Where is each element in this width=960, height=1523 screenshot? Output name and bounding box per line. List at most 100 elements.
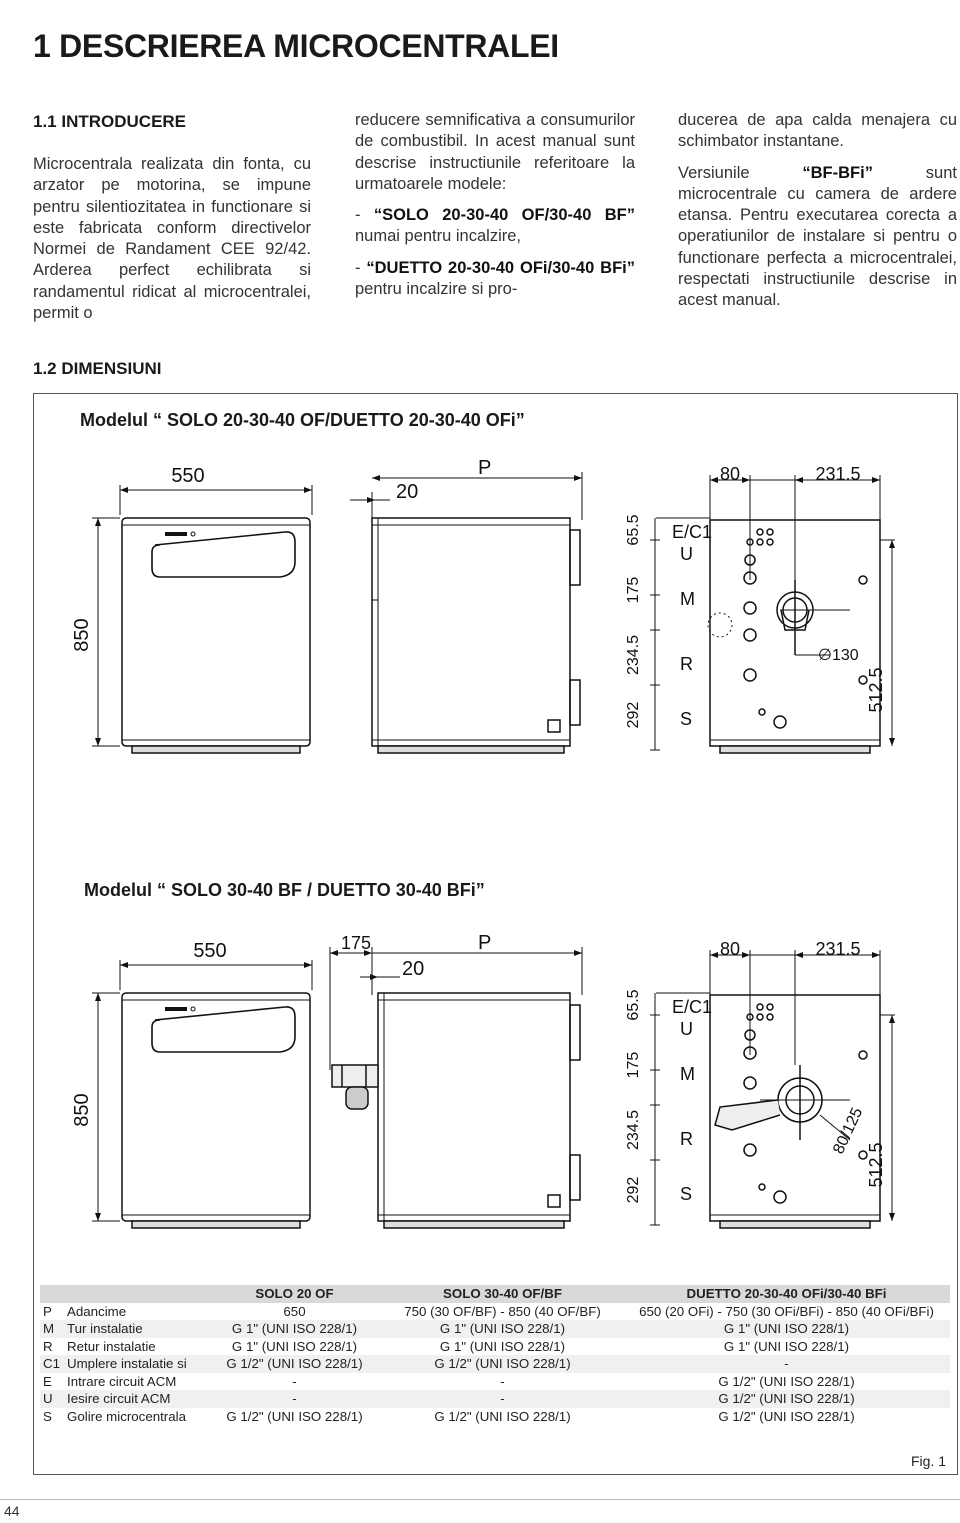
model-name-duetto: “DUETTO 20-30-40 OFi/30-40 BFi” [366, 258, 635, 277]
table-cell-value: G 1" (UNI ISO 228/1) [382, 1320, 620, 1338]
dim-side-offset: 20 [396, 481, 418, 503]
table-cell-value: 650 [283, 1303, 306, 1319]
table-cell-code: S [43, 1408, 52, 1424]
table-cell-code: C1 [40, 1355, 64, 1373]
table-cell-desc: Intrare circuit ACM [67, 1373, 177, 1389]
figure-label: Fig. 1 [910, 1453, 946, 1469]
intro-column-2: reducere semnificativa a consumurilor de… [355, 110, 635, 310]
footer-divider [0, 1499, 960, 1500]
table-row: M Tur instalatie G 1" (UNI ISO 228/1) G … [40, 1320, 950, 1338]
page-title: 1 DESCRIEREA MICROCENTRALEI [33, 28, 559, 64]
table-cell-code: R [43, 1338, 53, 1354]
label-s: S [680, 709, 692, 729]
dim-v3: 234.5 [625, 635, 642, 675]
table-cell-desc: Umplere instalatie si [64, 1355, 204, 1373]
table-row: P Adancime 650 750 (30 OF/BF) - 850 (40 … [40, 1303, 950, 1321]
dim-flue-offset: 175 [341, 933, 371, 953]
table-cell-code: P [43, 1303, 52, 1319]
dim-back-w1: 80 [720, 464, 740, 484]
label-r: R [680, 654, 693, 674]
table-row: R Retur instalatie G 1" (UNI ISO 228/1) … [40, 1338, 950, 1356]
model-name-solo: “SOLO 20-30-40 OF/30-40 BF” [373, 206, 635, 225]
text-span: Versiunile [678, 163, 803, 182]
text-span: sunt microcentrale cu camera de ardere e… [678, 163, 957, 310]
side-view [329, 947, 583, 1229]
model-title-bf: Modelul “ SOLO 30-40 BF / DUETTO 30-40 B… [84, 880, 485, 900]
table-cell-value: - [204, 1390, 382, 1408]
dim-v2: 175 [625, 577, 642, 604]
intro-paragraph-3: ducerea de apa calda menajera cu schimba… [678, 111, 957, 151]
table-cell-code: E [43, 1373, 52, 1389]
label-m: M [680, 589, 695, 609]
table-cell-value: G 1/2" (UNI ISO 228/1) [620, 1390, 950, 1408]
section-heading-introducere: 1.1 INTRODUCERE [33, 112, 187, 131]
table-header-row: SOLO 20 OF SOLO 30-40 OF/BF DUETTO 20-30… [40, 1285, 950, 1303]
intro-paragraph-2: reducere semnificativa a consumurilor de… [355, 111, 635, 193]
model-title-of: Modelul “ SOLO 20-30-40 OF/DUETTO 20-30-… [80, 410, 525, 430]
drawing-of-model: 550 850 20 P [71, 457, 895, 754]
specifications-table: SOLO 20 OF SOLO 30-40 OF/BF DUETTO 20-30… [40, 1285, 950, 1425]
dim-depth: P [478, 457, 491, 479]
dim-back-height: 512.5 [866, 667, 886, 712]
dim-height-front: 850 [71, 618, 93, 651]
table-cell-value: - [620, 1355, 950, 1373]
dim-v4: 292 [625, 702, 642, 729]
label-u: U [680, 1019, 693, 1039]
table-row: U Iesire circuit ACM - - G 1/2" (UNI ISO… [40, 1390, 950, 1408]
table-row: S Golire microcentrala G 1/2" (UNI ISO 2… [40, 1408, 950, 1426]
table-cell-value: G 1/2" (UNI ISO 228/1) [434, 1408, 571, 1424]
section-heading-dimensiuni: 1.2 DIMENSIUNI [33, 359, 162, 378]
intro-column-3: ducerea de apa calda menajera cu schimba… [678, 110, 957, 322]
table-cell-desc: Tur instalatie [64, 1320, 204, 1338]
model-list-item-solo: - “SOLO 20-30-40 OF/30-40 BF” numai pent… [355, 205, 635, 248]
table-cell-desc: Adancime [67, 1303, 127, 1319]
table-header-solo3040: SOLO 30-40 OF/BF [382, 1285, 620, 1303]
table-cell-desc: Golire microcentrala [67, 1408, 186, 1424]
page-number: 44 [4, 1503, 20, 1519]
list-dash: - [355, 258, 367, 277]
dimensions-figure-frame [33, 393, 958, 1475]
table-cell-code: M [40, 1320, 64, 1338]
side-view [350, 472, 583, 754]
table-header-desc [64, 1285, 204, 1303]
label-m: M [680, 1064, 695, 1084]
model-list-item-duetto: - “DUETTO 20-30-40 OFi/30-40 BFi” pentru… [355, 258, 635, 301]
table-row: C1 Umplere instalatie si G 1/2" (UNI ISO… [40, 1355, 950, 1373]
table-cell-value: 750 (30 OF/BF) - 850 (40 OF/BF) [404, 1303, 601, 1319]
table-cell-value: - [292, 1373, 297, 1389]
dim-depth: P [478, 932, 491, 954]
dim-width-front: 550 [171, 465, 204, 487]
table-cell-value: G 1/2" (UNI ISO 228/1) [226, 1408, 363, 1424]
table-header-solo20: SOLO 20 OF [204, 1285, 382, 1303]
dim-back-w2: 231.5 [815, 939, 860, 959]
table-row: E Intrare circuit ACM - - G 1/2" (UNI IS… [40, 1373, 950, 1391]
table-cell-value: 650 (20 OFi) - 750 (30 OFi/BFi) - 850 (4… [639, 1303, 934, 1319]
dim-width-front: 550 [193, 940, 226, 962]
table-cell-code: U [40, 1390, 64, 1408]
model-desc-duetto: pentru incalzire si pro- [355, 280, 518, 299]
label-u: U [680, 544, 693, 564]
label-r: R [680, 1129, 693, 1149]
table-header-code [40, 1285, 64, 1303]
version-name-bf: “BF-BFi” [802, 163, 873, 182]
front-view [92, 485, 313, 754]
dim-v4: 292 [625, 1177, 642, 1204]
dim-flue-coaxial: 80/125 [830, 1105, 866, 1157]
dim-height-front: 850 [71, 1093, 93, 1126]
dim-back-w1: 80 [720, 939, 740, 959]
table-cell-value: G 1/2" (UNI ISO 228/1) [718, 1373, 855, 1389]
table-cell-value: - [500, 1373, 505, 1389]
label-s: S [680, 1184, 692, 1204]
dim-v3: 234.5 [625, 1110, 642, 1150]
table-cell-value: G 1/2" (UNI ISO 228/1) [204, 1355, 382, 1373]
table-cell-value: G 1" (UNI ISO 228/1) [204, 1320, 382, 1338]
dim-v2: 175 [625, 1052, 642, 1079]
intro-paragraph-1: Microcentrala realizata din fonta, cu ar… [33, 155, 311, 323]
dim-back-w2: 231.5 [815, 464, 860, 484]
table-cell-value: G 1" (UNI ISO 228/1) [439, 1338, 566, 1354]
intro-paragraph-4: Versiunile “BF-BFi” sunt microcentrale c… [678, 163, 957, 312]
label-e-c1: E/C1 [672, 522, 712, 542]
dim-v1: 65.5 [625, 514, 642, 545]
table-cell-value: G 1" (UNI ISO 228/1) [620, 1320, 950, 1338]
table-cell-value: - [382, 1390, 620, 1408]
